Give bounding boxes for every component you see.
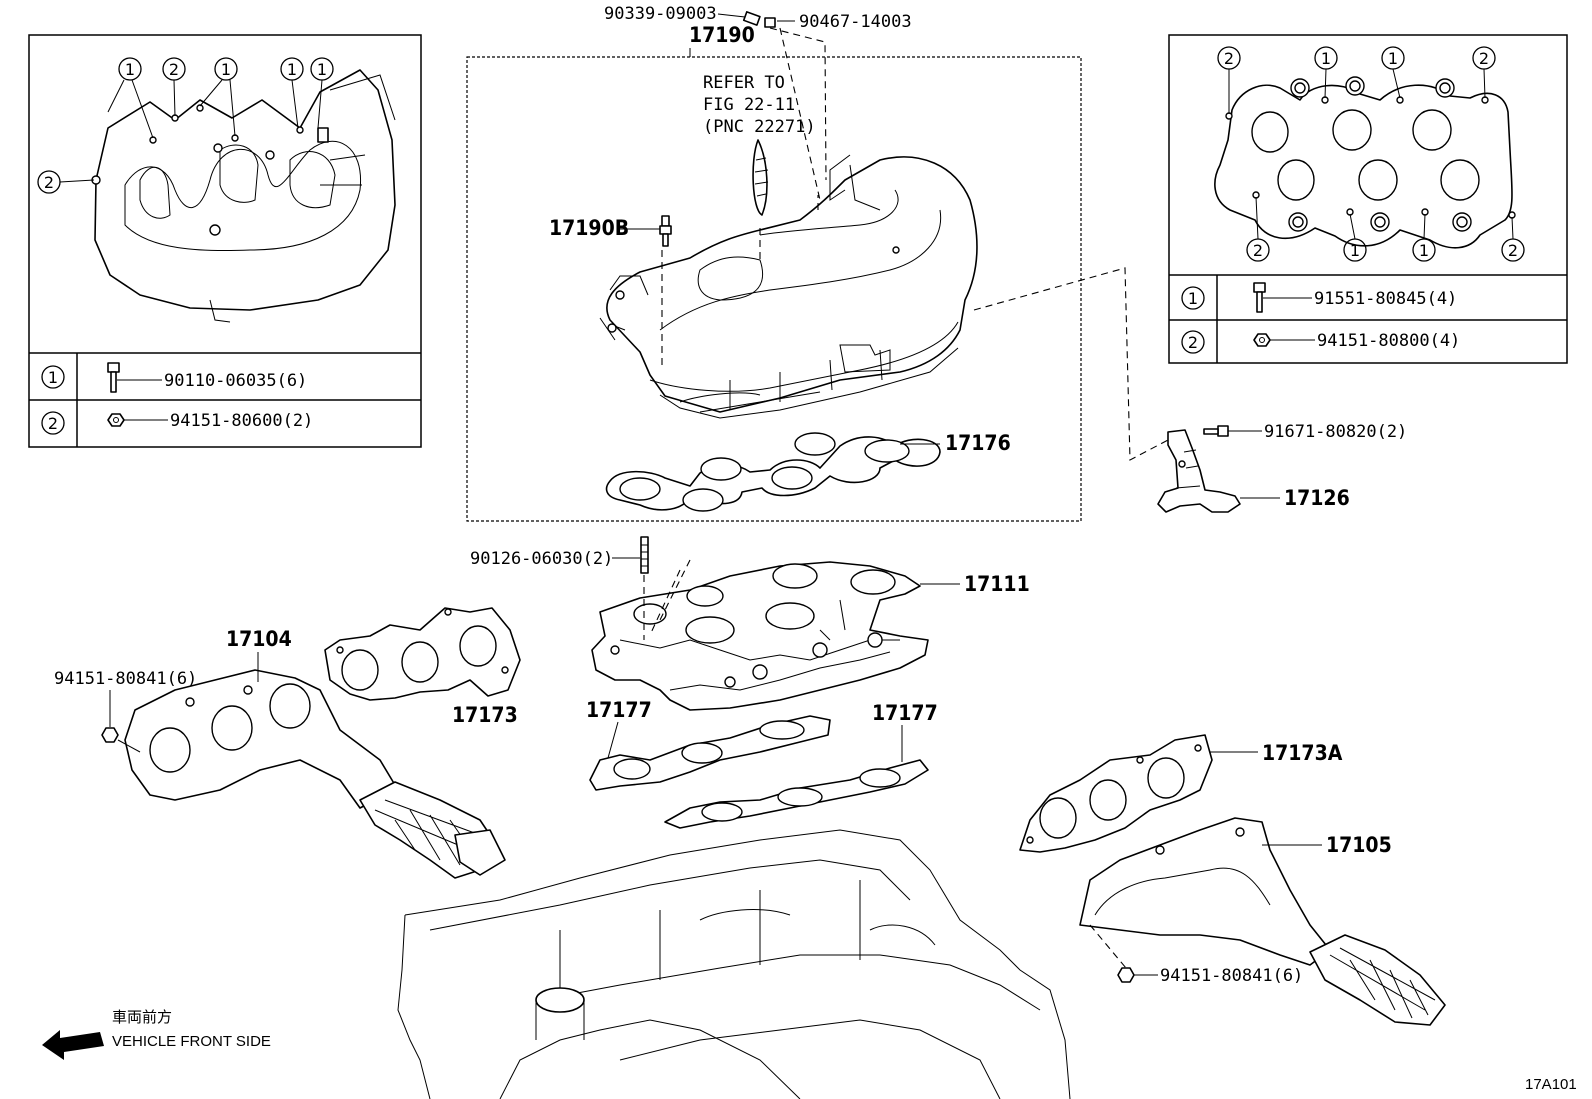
left-inset: 1 2 1 1 1 2 1 2 90110-06035(6) 94151-806… xyxy=(28,34,422,448)
front-side-label-jp: 車両前方 xyxy=(112,1009,172,1026)
right-inset: 2 1 1 2 2 1 1 2 1 2 91551-80845(4) 9415 xyxy=(1168,34,1568,364)
nut-94151-left xyxy=(101,727,119,743)
part-number-label: 17190 xyxy=(689,23,755,47)
part-number-label: 17176 xyxy=(945,431,1011,455)
callout: 1 xyxy=(1321,49,1331,68)
part-number-label: 90339-09003 xyxy=(604,4,717,24)
part-number-label: 17105 xyxy=(1326,833,1392,857)
plenum-gasket xyxy=(605,432,941,512)
part-number-label: 94151-80841(6) xyxy=(1160,966,1303,986)
callout: 2 xyxy=(1479,49,1489,68)
nut-94151-right xyxy=(1117,967,1135,983)
lower-intake-manifold xyxy=(591,561,929,711)
bracket-17126 xyxy=(1157,429,1241,513)
part-number-label: 94151-80600(2) xyxy=(170,411,313,431)
refer-note-line: (PNC 22271) xyxy=(703,117,816,137)
callout: 2 xyxy=(1253,241,1263,260)
part-number-label: 17126 xyxy=(1284,486,1350,510)
refer-note-line: FIG 22-11 xyxy=(703,95,795,115)
part-number-label: 17173 xyxy=(452,703,518,727)
part-number-label: 90126-06030(2) xyxy=(470,549,613,569)
part-number-label: 17173A xyxy=(1262,741,1343,765)
lower-manifold-top-view xyxy=(1214,76,1516,249)
callout: 1 xyxy=(125,60,135,79)
exhaust-manifold-left xyxy=(124,669,506,879)
left-inset-table: 1 2 90110-06035(6) 94151-80600(2) xyxy=(41,362,313,435)
bolt-icon xyxy=(1253,282,1266,313)
intake-plenum xyxy=(599,154,978,419)
part-number-label: 17177 xyxy=(872,701,938,725)
vehicle-front-arrow-icon xyxy=(42,1030,104,1060)
part-number-label: 17111 xyxy=(964,572,1030,596)
left-inset-callouts: 1 2 1 1 1 2 xyxy=(37,57,334,194)
refer-note-line: REFER TO xyxy=(703,73,785,93)
part-number-label: 17104 xyxy=(226,627,292,651)
part-number-label: 17177 xyxy=(586,698,652,722)
front-side-label-en: VEHICLE FRONT SIDE xyxy=(112,1033,271,1050)
right-inset-callouts: 2 1 1 2 2 1 1 2 xyxy=(1217,46,1525,262)
part-number-label: 91551-80845(4) xyxy=(1314,289,1457,309)
bolt-icon xyxy=(107,362,120,393)
intake-gasket-right xyxy=(664,759,929,829)
callout: 1 xyxy=(221,60,231,79)
part-number-label: 90467-14003 xyxy=(799,12,912,32)
callout: 1 xyxy=(1388,49,1398,68)
part-number-label: 91671-80820(2) xyxy=(1264,422,1407,442)
intake-gasket-left xyxy=(589,715,831,791)
callout: 1 xyxy=(287,60,297,79)
part-number-label: 94151-80800(4) xyxy=(1317,331,1460,351)
diagram-id: 17A101 xyxy=(1525,1076,1577,1093)
callout: 1 xyxy=(1350,241,1360,260)
stud-17190B xyxy=(659,215,672,247)
callout: 1 xyxy=(317,60,327,79)
stud-90126 xyxy=(640,536,649,574)
nut-icon xyxy=(1253,333,1271,347)
part-number-label: 17190B xyxy=(549,216,629,240)
grommet xyxy=(752,139,769,216)
row-mark: 2 xyxy=(1188,333,1198,352)
right-inset-table: 1 2 91551-80845(4) 94151-80800(4) xyxy=(1181,282,1460,354)
row-mark: 2 xyxy=(48,414,58,433)
exhaust-gasket-right xyxy=(1019,734,1213,853)
engine-block xyxy=(397,829,1071,1099)
intake-manifold-box xyxy=(466,56,1082,522)
row-mark: 1 xyxy=(1188,289,1198,308)
callout: 2 xyxy=(44,173,54,192)
exhaust-gasket-left xyxy=(324,607,521,701)
part-number-label: 94151-80841(6) xyxy=(54,669,197,689)
row-mark: 1 xyxy=(48,368,58,387)
vacuum-fittings xyxy=(742,11,827,201)
part-number-label: 90110-06035(6) xyxy=(164,371,307,391)
bolt-91671 xyxy=(1203,425,1229,437)
callout: 2 xyxy=(169,60,179,79)
exhaust-manifold-right xyxy=(1079,817,1446,1026)
callout: 2 xyxy=(1508,241,1518,260)
intake-manifold-top-view xyxy=(91,69,396,323)
callout: 1 xyxy=(1419,241,1429,260)
callout: 2 xyxy=(1224,49,1234,68)
nut-icon xyxy=(107,413,125,427)
